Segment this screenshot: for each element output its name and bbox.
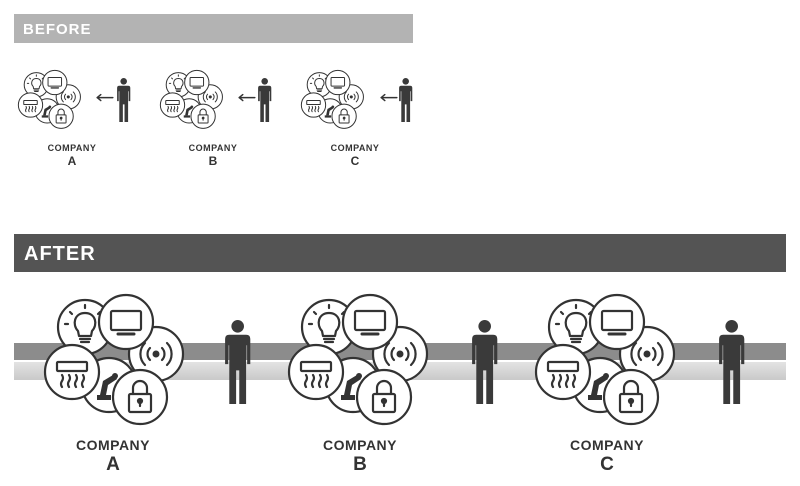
company-letter: A bbox=[67, 154, 77, 168]
lock-icon bbox=[355, 368, 413, 426]
air-conditioner-icon bbox=[43, 343, 101, 401]
air-conditioner-icon bbox=[534, 343, 592, 401]
tv-icon bbox=[183, 69, 209, 95]
air-conditioner-icon bbox=[300, 92, 326, 118]
tv-icon bbox=[97, 293, 155, 351]
air-conditioner-icon bbox=[159, 92, 185, 118]
device-cluster bbox=[300, 69, 364, 129]
company-label: COMPANY bbox=[322, 437, 398, 453]
tv-icon bbox=[41, 69, 67, 95]
company-letter: A bbox=[106, 454, 120, 475]
device-cluster bbox=[43, 293, 185, 426]
lock-icon bbox=[111, 368, 169, 426]
after-section-header: AFTER bbox=[14, 234, 786, 272]
device-cluster bbox=[287, 293, 429, 426]
company-label: COMPANY bbox=[47, 143, 97, 153]
tv-icon bbox=[341, 293, 399, 351]
arrow-left-icon bbox=[96, 94, 114, 102]
lock-icon bbox=[47, 103, 74, 129]
air-conditioner-icon bbox=[287, 343, 345, 401]
company-letter: C bbox=[350, 154, 360, 168]
before-section-header: BEFORE bbox=[14, 14, 413, 43]
device-cluster bbox=[159, 69, 223, 129]
person-icon bbox=[399, 78, 413, 122]
company-label: COMPANY bbox=[569, 437, 645, 453]
company-letter: B bbox=[353, 454, 367, 475]
lock-icon bbox=[602, 368, 660, 426]
person-icon bbox=[719, 320, 745, 404]
person-icon bbox=[258, 78, 272, 122]
tv-icon bbox=[588, 293, 646, 351]
company-letter: B bbox=[208, 154, 218, 168]
device-cluster bbox=[17, 69, 81, 129]
person-icon bbox=[117, 78, 131, 122]
lock-icon bbox=[189, 103, 216, 129]
company-letter: C bbox=[600, 454, 614, 475]
person-icon bbox=[225, 320, 251, 404]
arrow-left-icon bbox=[238, 94, 256, 102]
lock-icon bbox=[330, 103, 357, 129]
person-icon bbox=[472, 320, 498, 404]
company-label: COMPANY bbox=[75, 437, 151, 453]
tv-icon bbox=[324, 69, 350, 95]
arrow-left-icon bbox=[380, 94, 398, 102]
company-label: COMPANY bbox=[188, 143, 238, 153]
company-label: COMPANY bbox=[330, 143, 380, 153]
device-cluster bbox=[534, 293, 676, 426]
air-conditioner-icon bbox=[17, 92, 43, 118]
